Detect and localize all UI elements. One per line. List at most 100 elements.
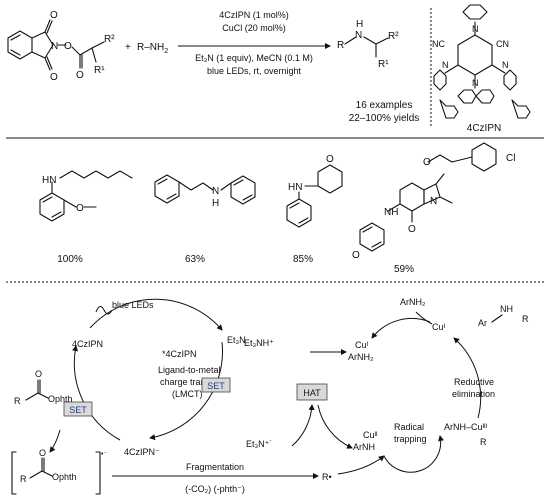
product-r-label: R [522, 314, 529, 324]
example-3-yield: 85% [293, 254, 313, 265]
hat-label: HAT [303, 388, 321, 398]
set-to-anion-arrow [49, 429, 61, 453]
product-r-label: R [337, 40, 344, 51]
set-label-left: SET [69, 405, 87, 415]
example-3: HN O 85% [286, 154, 343, 265]
carbonyl-o-label: O [76, 70, 84, 81]
arnh2-entry [415, 311, 433, 325]
condition-base-solvent: Et₃N (1 equiv), MeCN (0.1 M) [195, 53, 313, 63]
example-2-h-label: H [212, 198, 219, 209]
example-4: O N Cl NH O O 59% [352, 142, 515, 275]
pc-reduced-label: 4CzIPN⁻ [124, 447, 160, 457]
cu-iii-label: ArNH–Cuᴵᴵᴵ [444, 422, 488, 432]
hat-arc-right [317, 404, 353, 449]
arnh2-on-cu-label: ArNH₂ [348, 352, 374, 362]
catalyst-n1-label: N [472, 24, 479, 34]
set-box-right [201, 377, 231, 393]
radical-trapping-line-1: Radical [394, 422, 424, 432]
light-wave [95, 306, 113, 315]
arnh2-free-label: ArNH₂ [400, 297, 426, 307]
pc-excited-label: *4CzIPN [162, 349, 197, 359]
example-1-yield: 100% [57, 254, 83, 265]
example-4-cl-label: Cl [506, 153, 515, 164]
example-4-indole-n-label: N [430, 196, 437, 207]
catalyst-n3-label: N [442, 60, 449, 70]
cu-ii-label: Cuᴵᴵ [363, 430, 378, 440]
examples-count: 16 examples [356, 100, 413, 111]
blue-leds-label: blue LEDs [112, 300, 154, 310]
radical-trapping-line-2: trapping [394, 434, 427, 444]
oxo-label-bottom: O [50, 72, 58, 83]
et3n-label: Et₃N [227, 335, 246, 345]
catalyst-n2-label: N [472, 78, 479, 88]
catalyst-4czipn-structure: NC CN N N N N [432, 4, 531, 119]
condition-photocatalyst: 4CzIPN (1 mol%) [219, 10, 289, 20]
product-nh-label: NH [500, 304, 513, 314]
radical-trapping-arc [383, 435, 444, 473]
lmct-line-3: (LMCT) [172, 389, 203, 399]
condition-light: blue LEDs, rt, overnight [207, 66, 302, 76]
radical-anion-charge: •⁻ [101, 451, 107, 458]
cycle-ester-r: R [14, 396, 21, 406]
lmct-line-1: Ligand-to-metal [158, 365, 221, 375]
example-1: HN O 100% [39, 170, 133, 265]
plus-sign: + [125, 42, 131, 53]
example-4-aryl-o-label: O [352, 250, 360, 261]
reductive-elimination-arc [453, 337, 482, 419]
bracket-right [95, 451, 101, 495]
example-4-methoxy-o-label: O [408, 224, 416, 235]
radical-anion-o: O [39, 448, 46, 458]
catalyst-nc-label: NC [432, 39, 445, 49]
set-label-right: SET [207, 381, 225, 391]
ester-o-label: O [64, 41, 72, 52]
example-4-carbonyl-o-label: O [423, 157, 431, 168]
radical-anion-r: R [20, 474, 27, 484]
et3nh-plus-label: Et₃NH⁺ [244, 338, 274, 348]
reductive-line-2: elimination [452, 389, 495, 399]
alkyl-radical-label: R• [322, 472, 332, 482]
pc-excitation-arc [89, 298, 223, 331]
yield-range: 22–100% yields [349, 113, 420, 124]
product-h-label: H [356, 19, 363, 30]
catalyst-n4-label: N [502, 60, 509, 70]
mechanism: blue LEDs 4CzIPN *4CzIPN Et₃N Ligand-to-… [11, 297, 529, 495]
example-2-yield: 63% [185, 254, 205, 265]
co2-loss-label: (-CO₂) (-phth⁻) [185, 484, 245, 494]
general-reaction: O O N O O R² R¹ + R–NH2 4CzIPN (1 mol%) … [7, 10, 420, 124]
imide-n-label: N [51, 41, 58, 52]
radical-to-cu-arrow [337, 455, 385, 475]
example-3-nh-label: HN [288, 182, 302, 193]
hat-box [296, 383, 328, 401]
cu-i-right-label: Cuᴵ [432, 322, 446, 332]
catalyst-name: 4CzIPN [467, 123, 501, 134]
fragmentation-label: Fragmentation [186, 462, 244, 472]
example-2-n-label: N [212, 186, 219, 197]
example-1-o-label: O [76, 203, 84, 214]
pc-regeneration-arc [72, 345, 121, 441]
bracket-left [11, 451, 17, 495]
example-3-o-label: O [326, 154, 334, 165]
oxo-label-top: O [50, 10, 58, 21]
hat-arc-left [291, 404, 315, 447]
reductive-line-1: Reductive [454, 377, 494, 387]
et3n-radical-cation-label: Et₃N⁺˙ [246, 439, 272, 449]
lmct-line-2: charge transfer [160, 377, 221, 387]
product-r2-label: R² [388, 31, 399, 42]
example-4-nh-label: NH [384, 207, 398, 218]
radical-anion-ophth: Ophth [52, 472, 77, 482]
amine-product-structure: R N H R² R¹ [337, 19, 399, 70]
example-1-nh-label: HN [42, 175, 56, 186]
condition-copper: CuCl (20 mol%) [222, 23, 286, 33]
amine-label: R–NH2 [137, 42, 168, 55]
cycle-ester-o: O [35, 369, 42, 379]
r1-label: R¹ [94, 65, 105, 76]
cu-i-top-label: Cuᴵ [355, 340, 369, 350]
example-2: N H 63% [154, 174, 256, 265]
product-n-label: N [355, 30, 362, 41]
arnh-label: ArNH [353, 442, 375, 452]
product-r1-label: R¹ [378, 59, 389, 70]
cu-ligand-arc [371, 318, 431, 339]
cycle-ester-ophth: Ophth [48, 394, 73, 404]
pc-ground-label: 4CzIPN [72, 339, 103, 349]
